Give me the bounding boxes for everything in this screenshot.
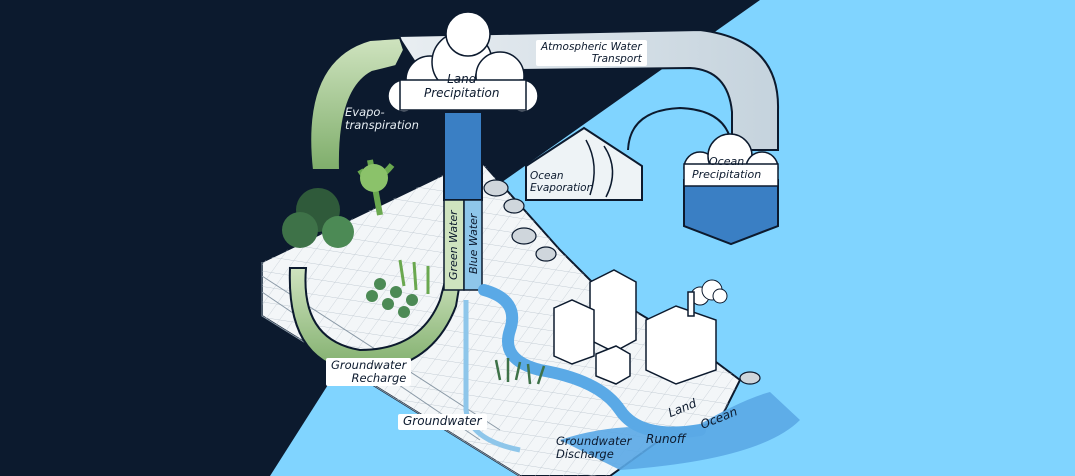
groundwater-stream	[463, 300, 521, 453]
green-water-label: Green Water	[447, 210, 460, 280]
ocean-evaporation-label: Ocean Evaporation	[530, 170, 594, 195]
groundwater-recharge-label: Groundwater Recharge	[326, 358, 412, 387]
reeds-icon	[494, 358, 546, 385]
crops-icon	[366, 259, 430, 318]
groundwater-recharge-arc	[288, 267, 464, 374]
ocean-precipitation-label: Ocean Precipitation	[692, 155, 762, 181]
runoff-label: Runoff	[646, 432, 686, 446]
city-buildings-icon	[553, 269, 717, 385]
arc-inner-gap	[627, 106, 733, 151]
cloud-icon	[387, 11, 539, 113]
evaporation-streams	[585, 139, 614, 198]
land-grid	[262, 158, 740, 476]
blue-water-strip	[463, 199, 483, 291]
blue-water-column	[443, 111, 483, 201]
cloud-icon	[683, 133, 779, 187]
groundwater-label: Groundwater	[398, 414, 487, 430]
tree-icon	[282, 159, 395, 248]
factory-smoke-icon	[690, 279, 728, 306]
blue-water-label: Blue Water	[467, 213, 480, 274]
groundwater-discharge-label: Groundwater Discharge	[556, 434, 632, 462]
river	[478, 284, 706, 439]
rocks-icon	[483, 179, 761, 385]
land-precipitation-label: Land Precipitation	[424, 72, 500, 100]
atmospheric-transport-label: Atmospheric Water Transport	[536, 40, 647, 67]
shore-water	[560, 392, 800, 470]
ocean-evaporation-shape	[525, 126, 643, 201]
evapotranspiration-arc	[309, 36, 406, 171]
evapotranspiration-label: Evapo- transpiration	[345, 105, 419, 133]
